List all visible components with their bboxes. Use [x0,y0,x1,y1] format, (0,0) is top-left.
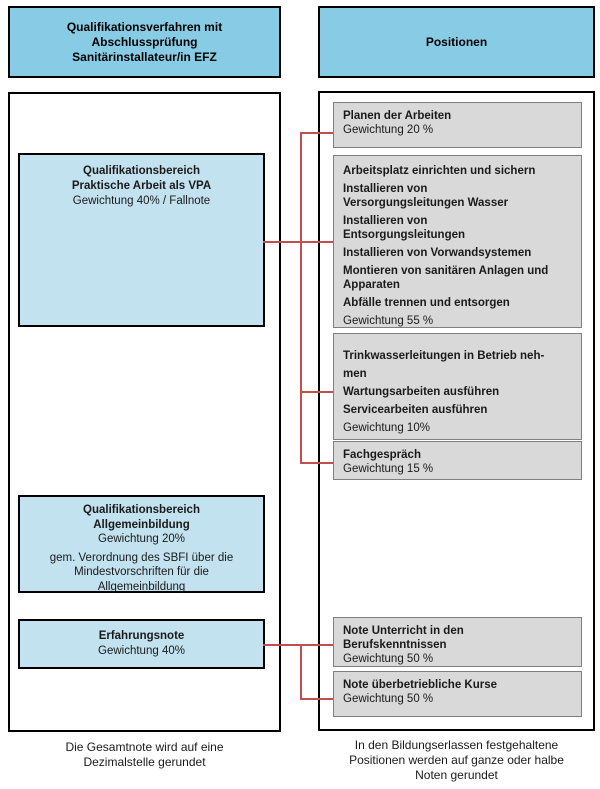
position-box-fachgespraech: Fachgespräch Gewichtung 15 % [333,441,582,480]
connector-branch-trinkwasser [301,391,333,393]
position-item: Servicearbeiten ausführen [343,404,488,416]
position-item: Fachgespräch [343,449,421,461]
vpa-box: Qualifikationsbereich Praktische Arbeit … [18,153,265,327]
header-right-box: Positionen [318,6,595,78]
erfahrungsnote-box: Erfahrungsnote Gewichtung 40% [18,619,265,669]
vpa-title: Qualifikationsbereich Praktische Arbeit … [71,165,212,192]
footnote-left: Die Gesamtnote wird auf eine Dezimalstel… [65,740,224,769]
position-box-arbeitsplatz: Arbeitsplatz einrichten und sichern Inst… [333,155,582,328]
position-weight: Gewichtung 50 % [343,693,434,705]
allgemeinbildung-title: Qualifikationsbereich Allgemeinbildung [83,504,200,531]
position-box-trinkwasser: Trinkwasserleitungen in Betrieb neh- men… [333,333,582,440]
header-left-box: Qualifikationsverfahren mit Abschlussprü… [8,6,281,78]
connector-branch-planen [301,132,333,134]
connector-vpa-arbeitsplatz [263,241,333,243]
position-weight: Gewichtung 10% [343,422,430,434]
allgemeinbildung-box: Qualifikationsbereich Allgemeinbildung G… [18,495,265,593]
footnote-right: In den Bildungserlassen festgehaltene Po… [349,738,564,782]
position-item: Installieren von Entsorgungsleitungen [343,215,466,241]
position-item: Installieren von Vorwandsystemen [343,247,532,259]
position-box-note-kurse: Note überbetriebliche Kurse Gewichtung 5… [333,671,582,717]
position-item: Montieren von sanitären Anlagen und Appa… [343,265,549,291]
position-item: Note Unterricht in den Berufskenntnissen [343,625,464,651]
position-weight: Gewichtung 55 % [343,315,434,327]
position-item: Planen der Arbeiten [343,110,452,122]
allgemeinbildung-weight: Gewichtung 20% [98,533,185,545]
connector-erfahrungsnote-unterricht [263,644,333,646]
erfahrungsnote-title: Erfahrungsnote [98,630,185,642]
position-item: Trinkwasserleitungen in Betrieb neh- [343,350,545,362]
position-item: men [343,368,367,380]
position-box-note-unterricht: Note Unterricht in den Berufskenntnissen… [333,617,582,667]
connector-vertical-top [300,132,302,464]
position-item: Arbeitsplatz einrichten und sichern [343,165,536,177]
position-weight: Gewichtung 15 % [343,463,434,475]
vpa-weight: Gewichtung 40% / Fallnote [72,195,211,207]
position-weight: Gewichtung 20 % [343,124,434,136]
position-weight: Gewichtung 50 % [343,653,434,665]
erfahrungsnote-weight: Gewichtung 40% [98,645,185,657]
allgemeinbildung-note: gem. Verordnung des SBFI über die Mindes… [49,551,234,593]
position-item: Installieren von Versorgungsleitungen Wa… [343,183,509,209]
position-box-planen: Planen der Arbeiten Gewichtung 20 % [333,102,582,148]
position-item: Wartungsarbeiten ausführen [343,386,500,398]
position-item: Note überbetriebliche Kurse [343,679,498,691]
position-item: Abfälle trennen und entsorgen [343,297,510,309]
connector-branch-fachgespraech [301,462,333,464]
connector-vertical-bottom [300,644,302,700]
connector-branch-kurse [301,698,333,700]
